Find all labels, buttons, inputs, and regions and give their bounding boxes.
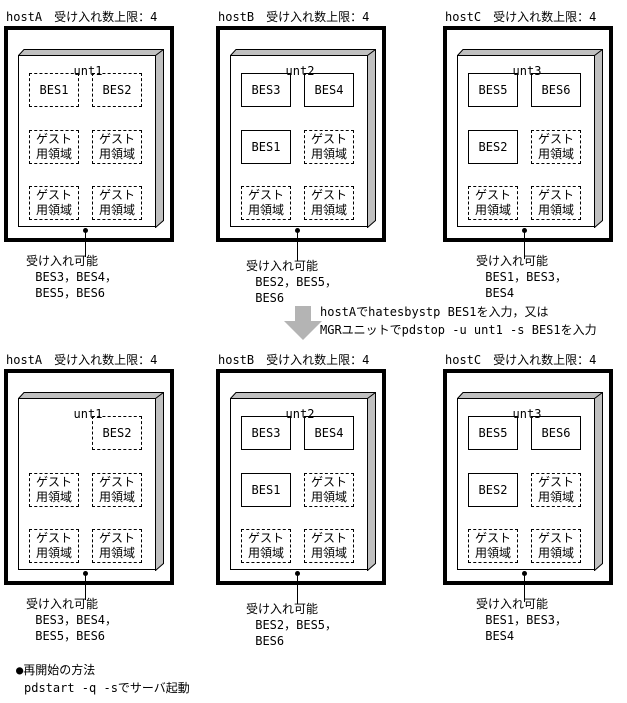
guest-area-slot: ゲスト 用領域 xyxy=(92,529,142,563)
bes-slot: BES3 xyxy=(241,73,291,107)
accept-list: BES1，BES3， BES4 xyxy=(485,270,568,300)
guest-area-slot: ゲスト 用領域 xyxy=(29,186,79,220)
accept-title: 受け入れ可能 xyxy=(246,259,319,273)
guest-area-slot: ゲスト 用領域 xyxy=(29,130,79,164)
bes-slot: BES3 xyxy=(241,416,291,450)
bes-slot: BES1 xyxy=(241,473,291,507)
connector-line xyxy=(85,574,86,600)
connector-dot xyxy=(295,571,300,576)
host-title: hostC 受け入れ数上限：4 xyxy=(445,353,597,367)
accept-title: 受け入れ可能 xyxy=(26,254,99,268)
guest-area-slot: ゲスト 用領域 xyxy=(92,130,142,164)
unit-label: unt1 xyxy=(73,407,103,421)
guest-area-slot: ゲスト 用領域 xyxy=(29,529,79,563)
connector-line xyxy=(297,574,298,604)
guest-area-slot: ゲスト 用領域 xyxy=(241,529,291,563)
connector-line xyxy=(524,231,525,259)
empty-slot xyxy=(29,416,79,450)
unit-label: unt1 xyxy=(73,64,103,78)
connector-dot xyxy=(83,571,88,576)
guest-area-slot: ゲスト 用領域 xyxy=(304,529,354,563)
unit-label: unt3 xyxy=(512,64,542,78)
bes-slot: BES1 xyxy=(241,130,291,164)
accept-title: 受け入れ可能 xyxy=(476,254,549,268)
transition-arrow-icon xyxy=(284,306,322,340)
accept-title: 受け入れ可能 xyxy=(476,597,549,611)
guest-area-slot: ゲスト 用領域 xyxy=(468,529,518,563)
accept-list: BES3，BES4， BES5，BES6 xyxy=(35,613,118,643)
transition-note-line2: MGRユニットでpdstop -u unt1 -s BES1を入力 xyxy=(320,323,597,337)
accept-title: 受け入れ可能 xyxy=(26,597,99,611)
bes-slot: BES6 xyxy=(531,73,581,107)
guest-area-slot: ゲスト 用領域 xyxy=(531,473,581,507)
guest-area-slot: ゲスト 用領域 xyxy=(304,130,354,164)
guest-area-slot: ゲスト 用領域 xyxy=(531,130,581,164)
unit-label: unt2 xyxy=(285,407,315,421)
bes-slot: BES2 xyxy=(468,130,518,164)
guest-area-slot: ゲスト 用領域 xyxy=(304,186,354,220)
guest-area-slot: ゲスト 用領域 xyxy=(29,473,79,507)
bes-slot: BES5 xyxy=(468,73,518,107)
guest-area-slot: ゲスト 用領域 xyxy=(92,473,142,507)
guest-area-slot: ゲスト 用領域 xyxy=(92,186,142,220)
unit-label: unt2 xyxy=(285,64,315,78)
bes-slot: BES2 xyxy=(92,416,142,450)
connector-line xyxy=(85,231,86,257)
host-title: hostB 受け入れ数上限：4 xyxy=(218,10,370,24)
host-title: hostB 受け入れ数上限：4 xyxy=(218,353,370,367)
connector-line xyxy=(297,231,298,261)
guest-area-slot: ゲスト 用領域 xyxy=(304,473,354,507)
bes-slot: BES2 xyxy=(468,473,518,507)
connector-line xyxy=(524,574,525,602)
bes-slot: BES2 xyxy=(92,73,142,107)
bes-slot: BES4 xyxy=(304,416,354,450)
restart-command: pdstart -q -sでサーバ起動 xyxy=(24,681,190,695)
transition-note-line1: hostAでhatesbystp BES1を入力，又は xyxy=(320,305,549,319)
connector-dot xyxy=(522,228,527,233)
accept-list: BES2，BES5， BES6 xyxy=(255,275,338,305)
accept-list: BES1，BES3， BES4 xyxy=(485,613,568,643)
host-title: hostA 受け入れ数上限：4 xyxy=(6,353,158,367)
unit-label: unt3 xyxy=(512,407,542,421)
bes-slot: BES1 xyxy=(29,73,79,107)
bes-slot: BES6 xyxy=(531,416,581,450)
connector-dot xyxy=(83,228,88,233)
connector-dot xyxy=(295,228,300,233)
accept-list: BES3，BES4， BES5，BES6 xyxy=(35,270,118,300)
bes-slot: BES5 xyxy=(468,416,518,450)
bes-slot: BES4 xyxy=(304,73,354,107)
guest-area-slot: ゲスト 用領域 xyxy=(531,529,581,563)
host-title: hostA 受け入れ数上限：4 xyxy=(6,10,158,24)
restart-heading: ●再開始の方法 xyxy=(16,663,96,677)
guest-area-slot: ゲスト 用領域 xyxy=(241,186,291,220)
host-title: hostC 受け入れ数上限：4 xyxy=(445,10,597,24)
accept-title: 受け入れ可能 xyxy=(246,602,319,616)
accept-list: BES2，BES5， BES6 xyxy=(255,618,338,648)
guest-area-slot: ゲスト 用領域 xyxy=(468,186,518,220)
guest-area-slot: ゲスト 用領域 xyxy=(531,186,581,220)
connector-dot xyxy=(522,571,527,576)
